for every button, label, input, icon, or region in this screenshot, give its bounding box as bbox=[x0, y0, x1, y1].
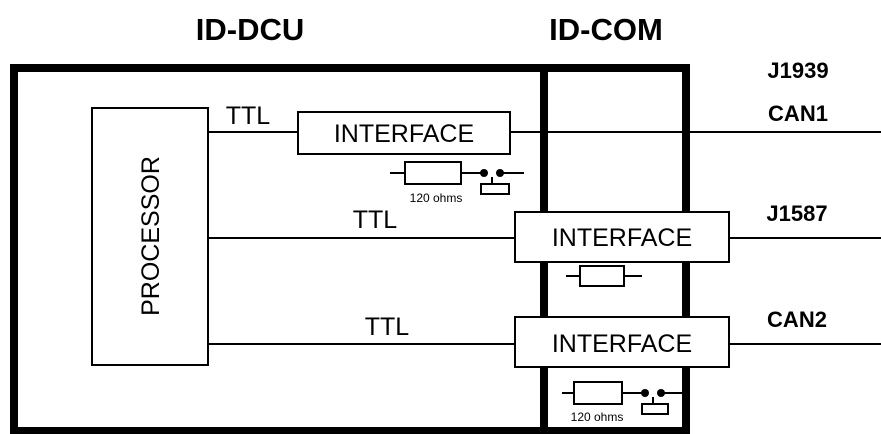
bus-label-j1587: J1587 bbox=[766, 201, 827, 226]
channel-can1: TTL INTERFACE J1939 CAN1 120 ohms bbox=[208, 58, 881, 205]
termination-resistor-1 bbox=[390, 161, 524, 195]
channel-j1587: TTL INTERFACE J1587 bbox=[208, 201, 881, 287]
interface-label-2: INTERFACE bbox=[552, 224, 692, 252]
channel-can2: TTL INTERFACE CAN2 120 ohms bbox=[208, 307, 881, 424]
bus-label-can2: CAN2 bbox=[767, 307, 827, 332]
id-com-title: ID-COM bbox=[549, 12, 663, 47]
interface-box-1 bbox=[297, 111, 511, 155]
ttl-label-3: TTL bbox=[365, 313, 410, 341]
bus-label-j1939: J1939 bbox=[767, 58, 828, 83]
bus-label-can1: CAN1 bbox=[768, 101, 828, 126]
ttl-label-1: TTL bbox=[226, 102, 271, 130]
resistor-label-3: 120 ohms bbox=[571, 410, 624, 424]
id-dcu-title: ID-DCU bbox=[196, 12, 305, 47]
processor-box bbox=[91, 107, 209, 366]
termination-resistor-2 bbox=[566, 265, 642, 287]
termination-resistor-3 bbox=[562, 381, 683, 415]
interface-box-3 bbox=[514, 316, 730, 368]
interface-box-2 bbox=[514, 211, 730, 263]
processor-block: PROCESSOR bbox=[91, 107, 209, 366]
interface-label-1: INTERFACE bbox=[334, 120, 474, 148]
ttl-label-2: TTL bbox=[353, 206, 398, 234]
resistor-label-1: 120 ohms bbox=[410, 191, 463, 205]
processor-label: PROCESSOR bbox=[137, 156, 165, 316]
interface-label-3: INTERFACE bbox=[552, 330, 692, 358]
